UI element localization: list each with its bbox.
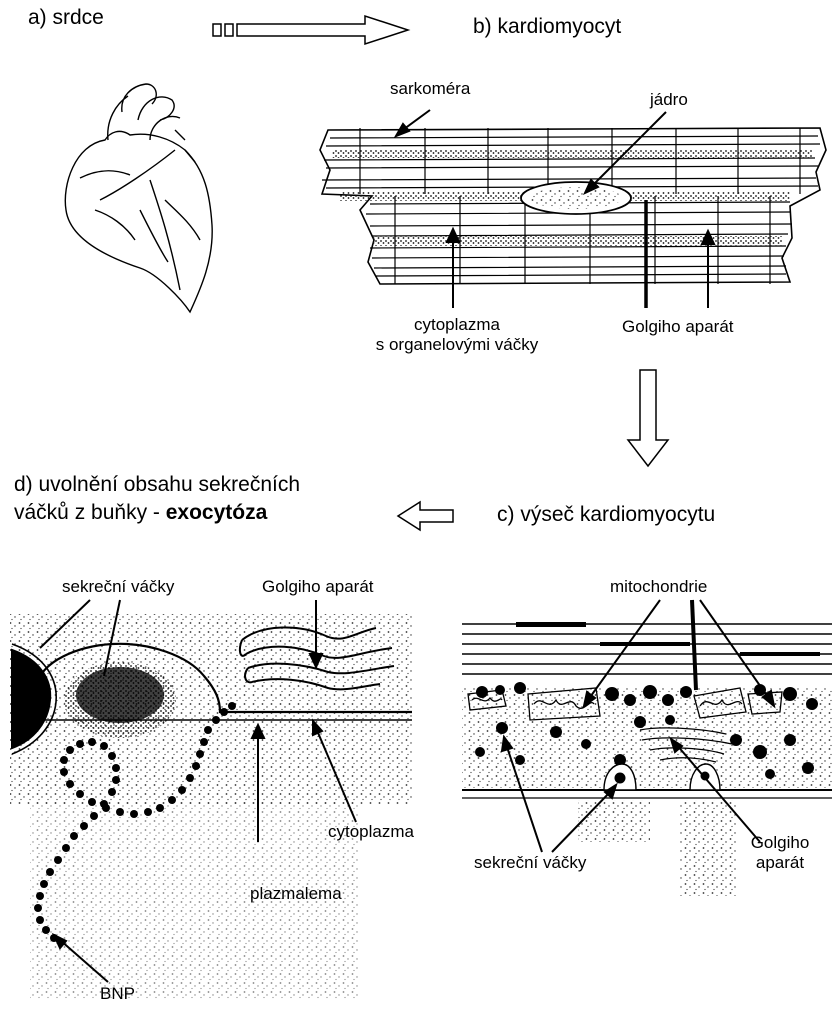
label-cytoplazma-line1: cytoplazma	[357, 315, 557, 335]
panel-d-title-emphasis: exocytóza	[166, 501, 268, 524]
label-golgi-d: Golgiho aparát	[262, 577, 374, 597]
label-golgi-c-line2: aparát	[740, 853, 820, 873]
label-sarkomera: sarkoméra	[390, 79, 470, 99]
label-sekrecni-vacky-c: sekreční váčky	[474, 853, 586, 873]
label-jadro: jádro	[650, 90, 688, 110]
label-cytoplazma-b: cytoplazma s organelovými váčky	[357, 315, 557, 354]
panel-d-title-line2: váčků z buňky - exocytóza	[14, 501, 267, 525]
label-cytoplazma-line2: s organelovými váčky	[357, 335, 557, 355]
label-plazmalema: plazmalema	[250, 884, 342, 904]
label-sekrecni-vacky-d: sekreční váčky	[62, 577, 174, 597]
panel-a-title: a) srdce	[28, 6, 104, 30]
panel-d-title-prefix: váčků z buňky -	[14, 501, 166, 524]
panel-c-title: c) výseč kardiomyocytu	[497, 503, 715, 527]
arrow-c-to-d	[398, 502, 453, 530]
label-golgi-c: Golgiho aparát	[740, 833, 820, 872]
label-golgi-b: Golgiho aparát	[622, 317, 734, 337]
label-mitochondrie: mitochondrie	[610, 577, 707, 597]
heart-illustration	[65, 84, 212, 312]
panel-b-title: b) kardiomyocyt	[473, 15, 621, 39]
label-golgi-c-line1: Golgiho	[740, 833, 820, 853]
label-cytoplazma-d: cytoplazma	[328, 822, 414, 842]
panel-d-title-line1: d) uvolnění obsahu sekrečních	[14, 473, 300, 497]
cardiomyocyte-illustration	[320, 128, 826, 284]
label-bnp: BNP	[100, 984, 135, 1004]
arrow-a-to-b	[213, 16, 408, 44]
exocytosis-illustration	[10, 614, 414, 1000]
arrow-b-to-c	[628, 370, 668, 466]
